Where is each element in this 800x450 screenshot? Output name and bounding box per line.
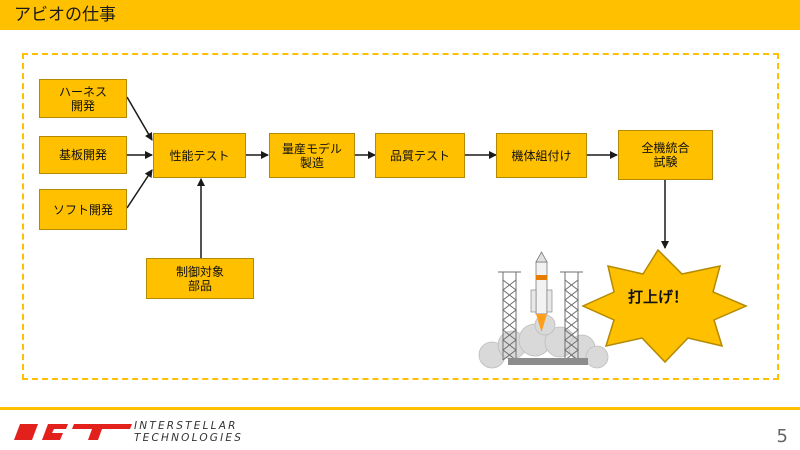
- box-harness-development: ハーネス 開発: [39, 79, 127, 118]
- box-performance-test: 性能テスト: [153, 133, 246, 178]
- box-quality-test: 品質テスト: [375, 133, 465, 178]
- diagram-frame: [22, 53, 779, 380]
- arrow-software-to-test: [126, 169, 153, 209]
- box-board-development: 基板開発: [39, 136, 127, 174]
- launch-starburst: [581, 248, 748, 364]
- box-production-model: 量産モデル 製造: [269, 133, 355, 178]
- box-control-target-parts: 制御対象 部品: [146, 258, 254, 299]
- box-integration-test: 全機統合 試験: [618, 130, 713, 180]
- logo-line-1: INTERSTELLAR: [134, 420, 238, 432]
- slide-title: アビオの仕事: [0, 0, 800, 30]
- launch-label: 打上げ！: [627, 288, 688, 306]
- rocket-launch-illustration: [478, 251, 609, 369]
- company-logo-mark: [14, 424, 132, 440]
- logo-line-2: TECHNOLOGIES: [134, 432, 244, 444]
- box-software-development: ソフト開発: [39, 189, 127, 230]
- footer-divider: [0, 407, 800, 410]
- arrow-harness-to-test: [126, 96, 153, 141]
- company-logo-text: INTERSTELLAR TECHNOLOGIES: [134, 420, 243, 444]
- box-assembly: 機体組付け: [496, 133, 587, 178]
- page-number: 5: [776, 426, 788, 447]
